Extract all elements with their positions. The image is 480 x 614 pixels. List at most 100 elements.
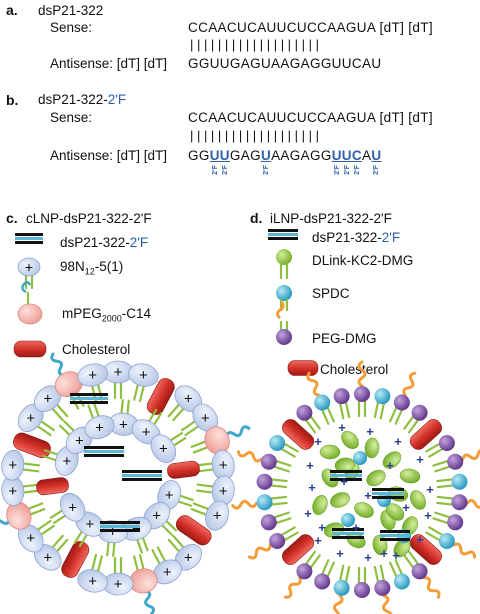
sirna-strand <box>122 478 162 481</box>
peg-squiggle <box>224 425 251 439</box>
panel-b-letter: b. <box>6 92 19 108</box>
tail-line <box>272 465 290 473</box>
plus-sign: + <box>152 508 161 525</box>
cholesterol-shape <box>61 541 90 578</box>
plus-sign: + <box>26 410 35 427</box>
cationic-headgroup: + <box>77 569 108 593</box>
headgroup-shape <box>77 363 108 387</box>
plus-sign: + <box>119 416 128 433</box>
plus-sign: + <box>8 457 17 474</box>
spdc-head <box>377 493 391 507</box>
tail-line <box>274 517 292 525</box>
c-legend-lipid-sub: 12 <box>84 266 95 277</box>
charge-plus: + <box>424 508 432 523</box>
lipid-tail <box>269 495 288 506</box>
peg-head <box>447 453 464 470</box>
dlink-lipid <box>330 492 350 508</box>
sirna-gap <box>332 532 364 535</box>
tail-line <box>326 561 335 579</box>
tail-line <box>394 408 404 425</box>
plus-sign: + <box>219 457 228 474</box>
cargo-sirna <box>84 446 124 457</box>
peg-squiggle <box>465 499 480 509</box>
panel-b-pairing: ||||||||||||||||||| <box>190 128 323 143</box>
tail-line <box>373 565 380 584</box>
modified-base-segment: UU <box>209 148 230 163</box>
panel-c-letter: c. <box>6 210 18 226</box>
charge-plus: + <box>318 520 326 535</box>
panel-a-pairing: ||||||||||||||||||| <box>190 37 323 52</box>
tail-line <box>432 517 450 525</box>
sirna-gap <box>122 474 162 477</box>
panel-a-antisense-seq: GGUUGAGUAAGAGGUUCAU <box>188 56 382 71</box>
plus-sign: + <box>159 441 168 458</box>
lipid-tail <box>279 442 299 458</box>
tail-line <box>344 400 351 419</box>
lipid-tail <box>338 564 351 584</box>
tail-line <box>436 495 455 500</box>
charge-plus: + <box>306 458 314 473</box>
peg-head <box>438 435 455 451</box>
peg-head <box>374 579 391 596</box>
tail-line <box>428 447 445 458</box>
cargo-sirna <box>70 393 108 404</box>
lipid-tail <box>403 414 420 434</box>
c-legend-cholesterol: Cholesterol <box>62 342 131 357</box>
c-legend-icons: + <box>13 233 47 358</box>
headgroup-shape <box>128 363 159 387</box>
peg-head <box>393 394 410 411</box>
sirna-strand <box>372 496 404 499</box>
dlink-head <box>330 492 350 508</box>
charge-plus: + <box>394 434 402 449</box>
lipid-tail <box>269 478 288 489</box>
spdc-head <box>276 285 292 301</box>
tail-line <box>309 554 321 570</box>
charge-plus: + <box>364 550 372 565</box>
peg-chain <box>465 499 480 509</box>
sirna-gap <box>268 233 298 236</box>
panel-a-antisense-label: Antisense: [dT] [dT] <box>50 56 168 71</box>
tail-line <box>279 447 296 458</box>
plus-sign: + <box>163 564 172 581</box>
charge-plus: + <box>366 424 374 439</box>
plus-sign: + <box>95 419 104 436</box>
lipid-tail <box>357 566 367 586</box>
cationic-headgroup: + <box>128 363 159 387</box>
c-legend-sirna: dsP21-322-2'F <box>60 235 148 250</box>
dlink-lipid <box>366 469 386 487</box>
peg-chain <box>247 543 272 560</box>
tail-line <box>434 465 452 473</box>
lipid-tail <box>432 511 452 525</box>
cholesterol <box>167 460 200 479</box>
plus-sign: + <box>165 487 174 504</box>
cargo-sirna <box>100 521 140 532</box>
dlink-lipid <box>364 437 380 459</box>
tail-line <box>389 405 398 423</box>
cholesterol <box>36 477 69 496</box>
peg-chain <box>231 499 259 510</box>
plus-sign: + <box>75 432 84 449</box>
peg-head <box>333 388 350 405</box>
dlink-lipid <box>410 490 426 510</box>
sirna-strand <box>268 229 298 232</box>
sirna-gap <box>15 237 43 240</box>
dlink-lipid <box>312 495 328 515</box>
plus-sign: + <box>142 424 151 441</box>
charge-plus: + <box>304 506 312 521</box>
charge-plus: + <box>380 546 388 561</box>
plus-sign: + <box>108 524 117 541</box>
panel-b-name-base: dsP21-322- <box>38 92 108 107</box>
cholesterol-shape <box>282 534 315 565</box>
peg-squiggle <box>276 301 285 320</box>
base-segment: GG <box>188 148 210 163</box>
peg-chain <box>422 576 441 599</box>
tail-line <box>403 414 415 430</box>
sirna-strand <box>100 521 140 524</box>
peg-chain <box>333 594 344 614</box>
lipid-tail <box>320 405 335 425</box>
dlink-head <box>364 437 380 459</box>
sirna-strand <box>15 241 43 244</box>
tail-line <box>304 550 317 566</box>
modified-base-segment: U <box>260 148 272 163</box>
cholesterol-shape <box>409 534 442 565</box>
